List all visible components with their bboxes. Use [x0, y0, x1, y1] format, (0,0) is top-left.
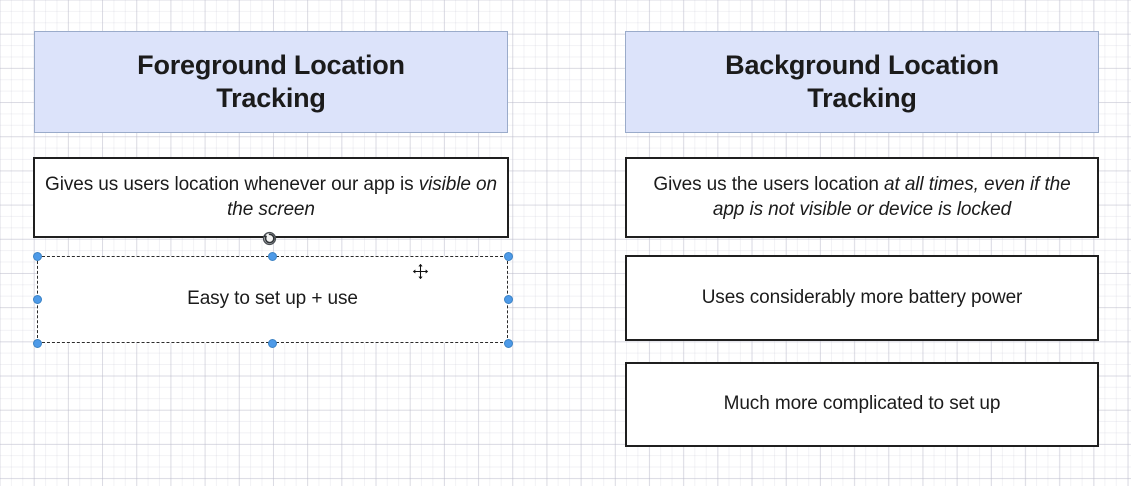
selection-handle-top-center[interactable] [268, 251, 277, 261]
selection-handle-bottom-center[interactable] [268, 338, 277, 348]
card-text: Uses considerably more battery power [702, 286, 1023, 310]
card-foreground-2-selected[interactable]: Easy to set up + use [37, 256, 508, 343]
card-text-plain: Much more complicated to set up [723, 393, 1001, 415]
selection-handle-top-left[interactable] [32, 251, 42, 261]
card-text: Much more complicated to set up [724, 392, 1001, 416]
card-background-3[interactable]: Much more complicated to set up [625, 362, 1099, 447]
card-text-plain: Gives us users location whenever our app… [45, 174, 414, 196]
card-text: Gives us the users location at all times… [637, 173, 1087, 222]
selection-handle-top-right[interactable] [503, 251, 513, 261]
move-cursor [411, 262, 430, 281]
header-box-background[interactable]: Background Location Tracking [625, 31, 1099, 133]
card-text: Gives us users location whenever our app… [45, 173, 497, 222]
selection-handle-middle-right[interactable] [503, 295, 513, 304]
header-box-foreground[interactable]: Foreground Location Tracking [34, 31, 508, 133]
card-background-1[interactable]: Gives us the users location at all times… [625, 157, 1099, 238]
header-line-1: Background Location [725, 49, 999, 80]
card-foreground-1[interactable]: Gives us users location whenever our app… [33, 157, 509, 238]
header-text-foreground: Foreground Location Tracking [137, 49, 405, 116]
card-text-plain: Uses considerably more battery power [701, 286, 1023, 308]
header-text-background: Background Location Tracking [725, 49, 999, 116]
card-background-2[interactable]: Uses considerably more battery power [625, 255, 1099, 341]
header-line-2: Tracking [807, 83, 917, 113]
selection-handle-bottom-right[interactable] [503, 338, 513, 348]
card-text-plain: Easy to set up + use [187, 288, 358, 310]
header-line-1: Foreground Location [137, 49, 405, 80]
rotate-icon[interactable] [262, 231, 277, 246]
card-text-italic: visible on the screen [227, 174, 497, 220]
card-text-italic: at all times, even if the app is not vis… [712, 174, 1071, 220]
card-text: Easy to set up + use [187, 287, 358, 311]
header-line-2: Tracking [216, 83, 326, 113]
card-text-plain: Gives us the users location [653, 174, 885, 196]
selection-handle-bottom-left[interactable] [32, 338, 42, 348]
selection-handle-middle-left[interactable] [32, 295, 42, 304]
